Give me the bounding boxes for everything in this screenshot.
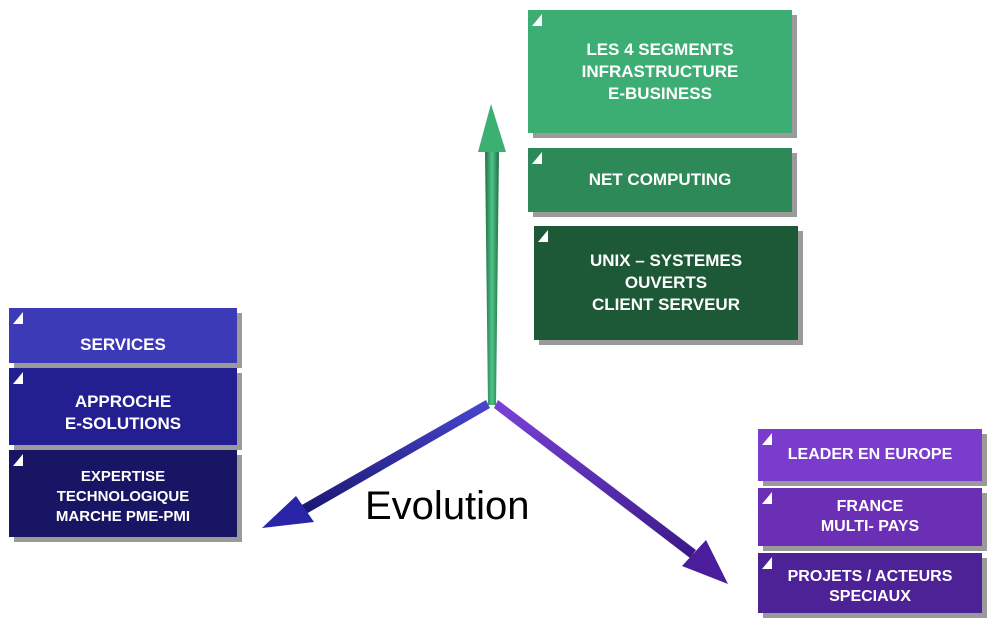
corner-marker-icon [762, 433, 772, 445]
box-label: EXPERTISE TECHNOLOGIQUE MARCHE PME-PMI [55, 467, 191, 525]
purple-box-leader: LEADER EN EUROPE [758, 429, 982, 481]
corner-marker-icon [13, 454, 23, 466]
corner-marker-icon [13, 372, 23, 384]
box-label: NET COMPUTING [588, 170, 732, 189]
blue-box-services: SERVICES [9, 308, 237, 363]
box-label: LES 4 SEGMENTS INFRASTRUCTURE E-BUSINESS [581, 39, 739, 103]
corner-marker-icon [532, 152, 542, 164]
purple-box-france: FRANCE MULTI- PAYS [758, 488, 982, 546]
corner-marker-icon [762, 492, 772, 504]
blue-arrow [300, 400, 490, 514]
green-arrow [485, 150, 499, 405]
box-label: APPROCHE E-SOLUTIONS [64, 391, 182, 433]
box-label: FRANCE MULTI- PAYS [820, 498, 920, 535]
green-arrowhead [478, 104, 506, 152]
corner-marker-icon [538, 230, 548, 242]
box-label: LEADER EN EUROPE [787, 446, 953, 463]
purple-arrow [494, 400, 696, 558]
corner-marker-icon [13, 312, 23, 324]
box-label: UNIX – SYSTEMES OUVERTS CLIENT SERVEUR [589, 251, 743, 314]
green-box-unix: UNIX – SYSTEMES OUVERTS CLIENT SERVEUR [534, 226, 798, 340]
corner-marker-icon [762, 557, 772, 569]
evolution-label: Evolution [365, 484, 530, 528]
box-label: SERVICES [80, 334, 166, 354]
blue-arrowhead [262, 496, 314, 528]
purple-arrowhead [682, 540, 728, 584]
purple-box-projets: PROJETS / ACTEURS SPECIAUX [758, 553, 982, 613]
green-box-net-computing: NET COMPUTING [528, 148, 792, 212]
blue-box-approche: APPROCHE E-SOLUTIONS [9, 368, 237, 445]
box-label: PROJETS / ACTEURS SPECIAUX [787, 568, 953, 605]
corner-marker-icon [532, 14, 542, 26]
green-box-infrastructure: LES 4 SEGMENTS INFRASTRUCTURE E-BUSINESS [528, 10, 792, 133]
blue-box-expertise: EXPERTISE TECHNOLOGIQUE MARCHE PME-PMI [9, 450, 237, 537]
